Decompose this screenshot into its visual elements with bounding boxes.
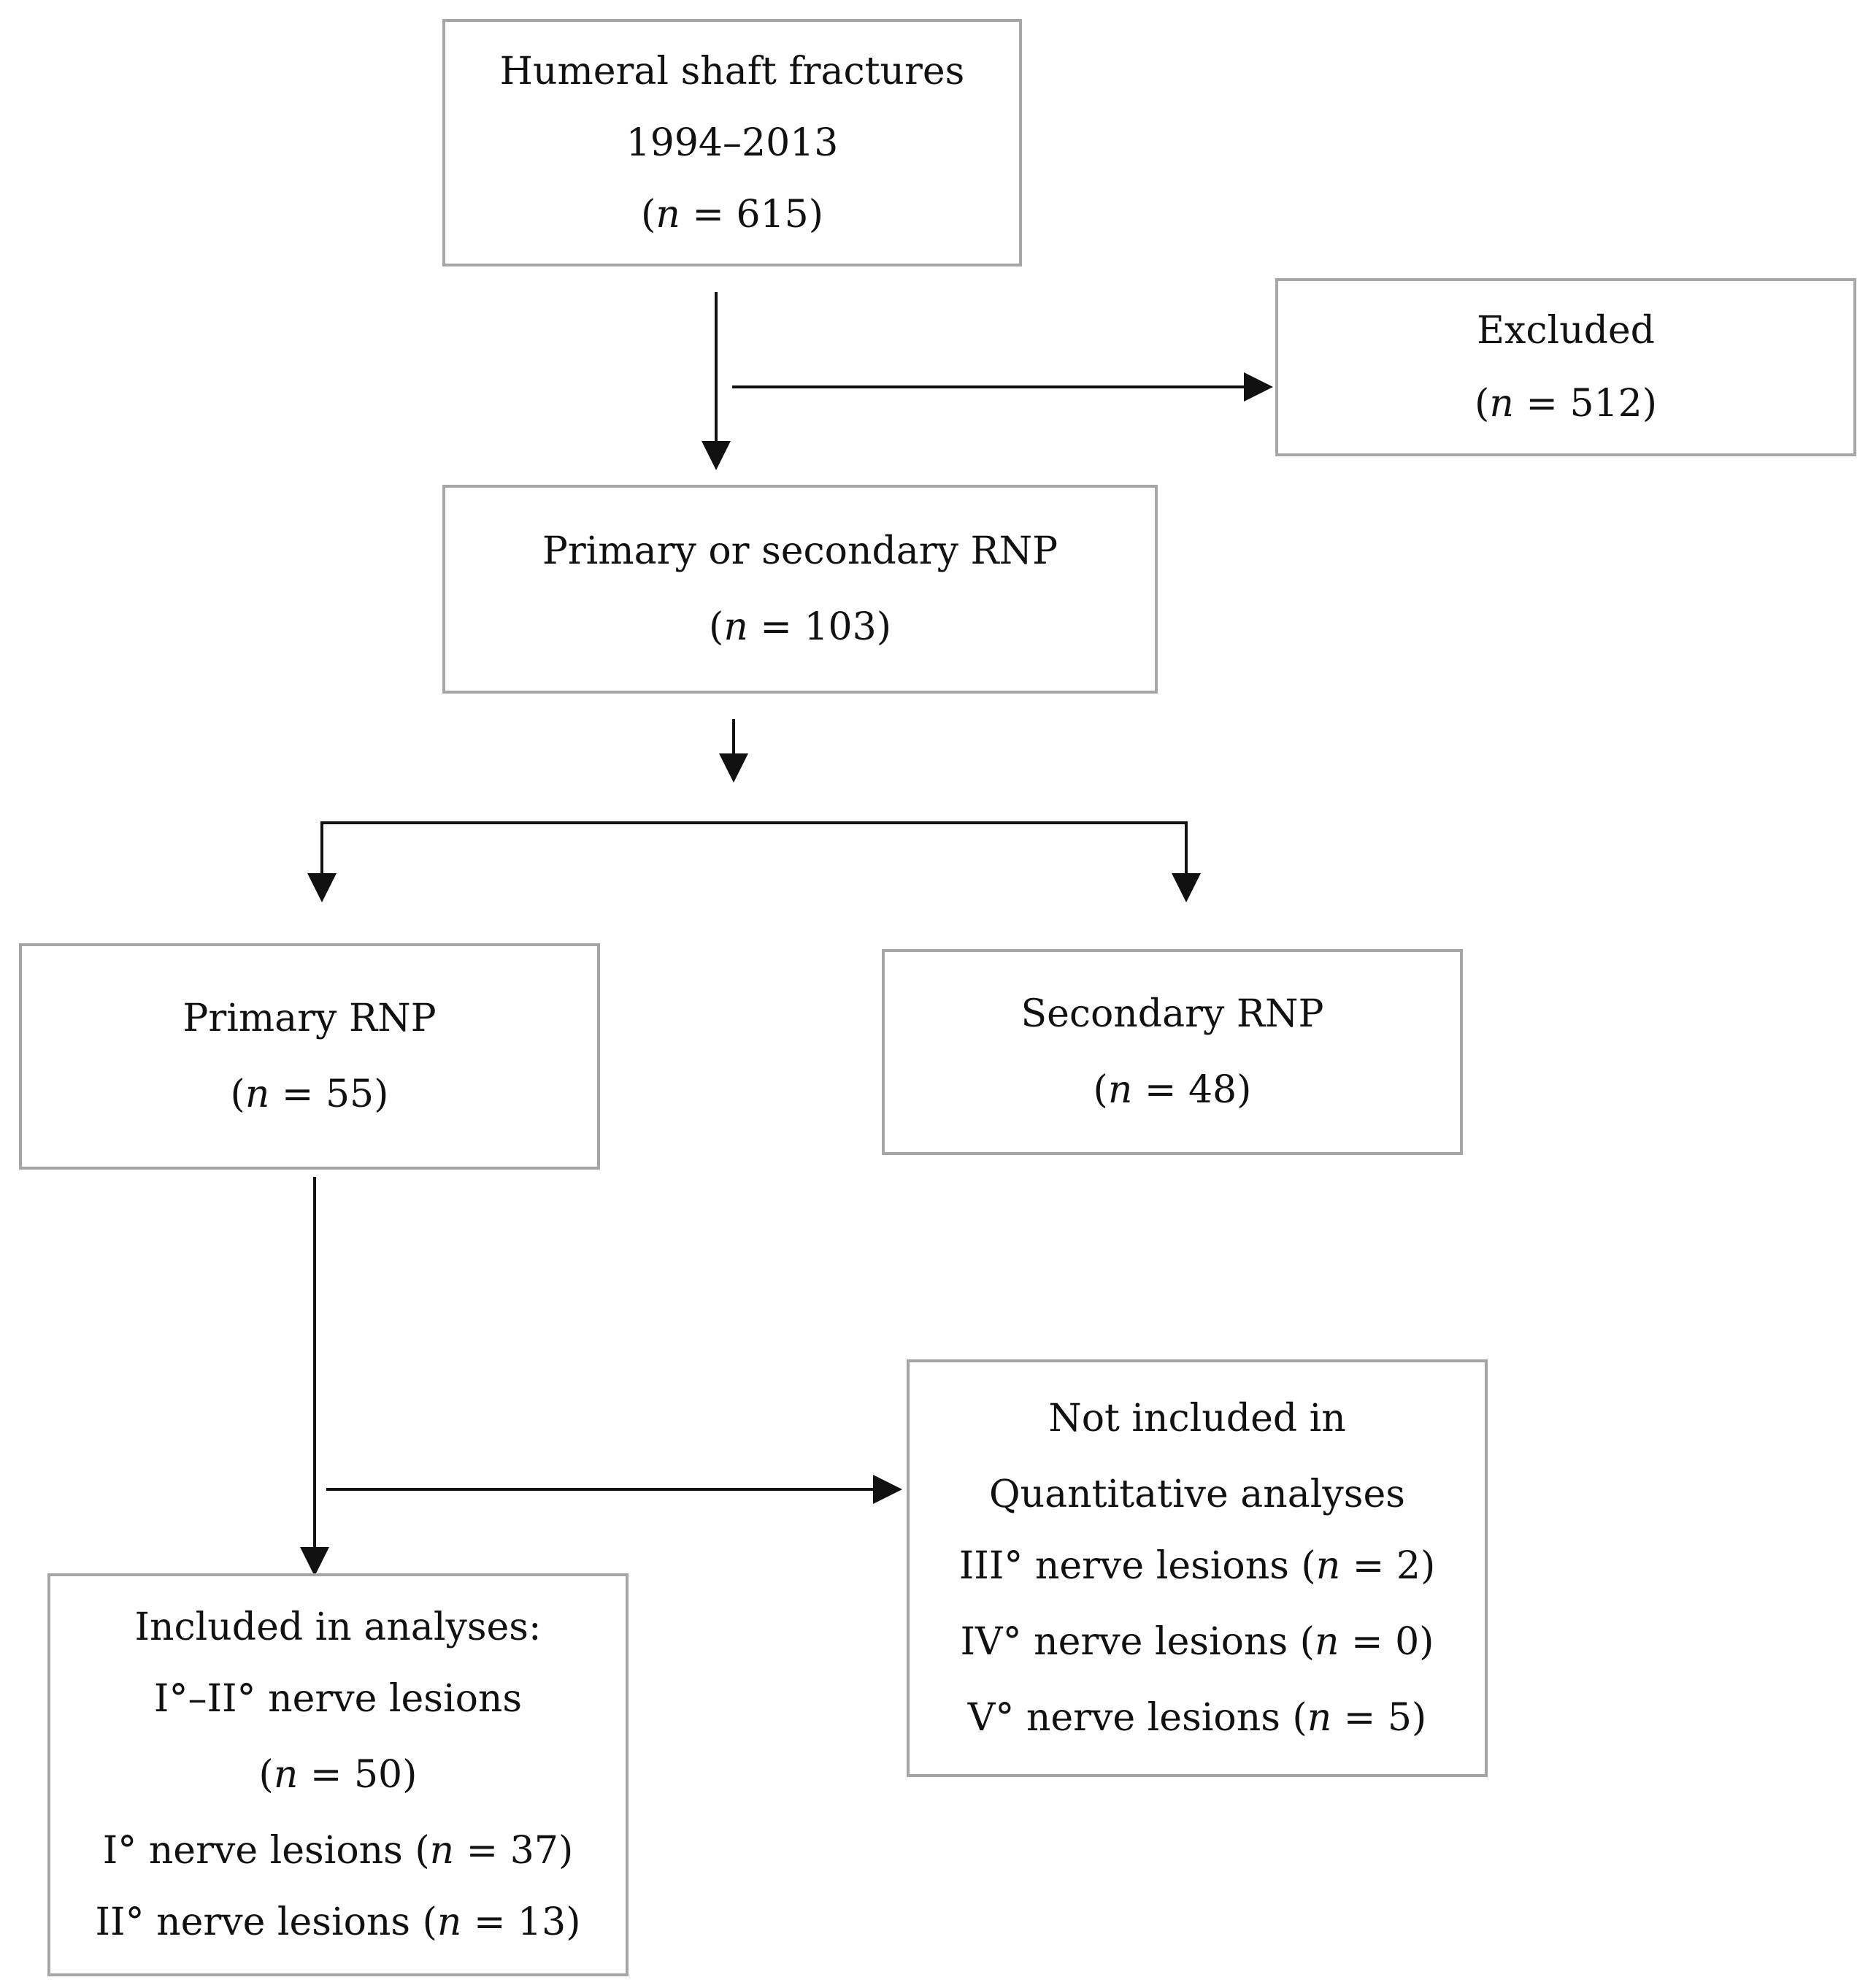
node-years: 1994–2013 [626, 120, 839, 165]
node-item: II° nerve lesions (n = 13) [95, 1900, 581, 1944]
node-secondary-rnp: Secondary RNP (n = 48) [882, 949, 1463, 1155]
node-subtitle: I°–II° nerve lesions [153, 1677, 523, 1721]
node-humeral-shaft-fractures: Humeral shaft fractures 1994–2013 (n = 6… [442, 19, 1022, 266]
node-title: Excluded [1477, 309, 1655, 353]
node-item: I° nerve lesions (n = 37) [102, 1829, 574, 1873]
node-title-line2: Quantitative analyses [989, 1473, 1405, 1516]
node-title: Primary RNP [182, 997, 437, 1040]
node-not-included: Not included in Quantitative analyses II… [907, 1359, 1488, 1777]
node-count: (n = 48) [1093, 1068, 1252, 1112]
node-count: (n = 103) [709, 605, 891, 649]
node-count: (n = 55) [230, 1072, 389, 1116]
node-title: Included in analyses: [134, 1605, 542, 1649]
node-primary-or-secondary-rnp: Primary or secondary RNP (n = 103) [442, 485, 1158, 694]
node-count: (n = 615) [641, 192, 823, 237]
node-title: Humeral shaft fractures [499, 49, 965, 93]
node-count: (n = 50) [258, 1753, 418, 1797]
split-connector [320, 821, 1188, 898]
node-count: (n = 512) [1475, 382, 1657, 426]
node-included-in-analyses: Included in analyses: I°–II° nerve lesio… [47, 1573, 629, 1976]
node-title-line1: Not included in [1048, 1397, 1346, 1440]
node-item: V° nerve lesions (n = 5) [967, 1696, 1427, 1740]
node-item: III° nerve lesions (n = 2) [958, 1544, 1436, 1588]
node-item: IV° nerve lesions (n = 0) [960, 1620, 1434, 1664]
node-title: Secondary RNP [1021, 992, 1324, 1036]
node-primary-rnp: Primary RNP (n = 55) [19, 943, 600, 1170]
node-excluded: Excluded (n = 512) [1275, 278, 1856, 456]
node-title: Primary or secondary RNP [542, 529, 1058, 573]
